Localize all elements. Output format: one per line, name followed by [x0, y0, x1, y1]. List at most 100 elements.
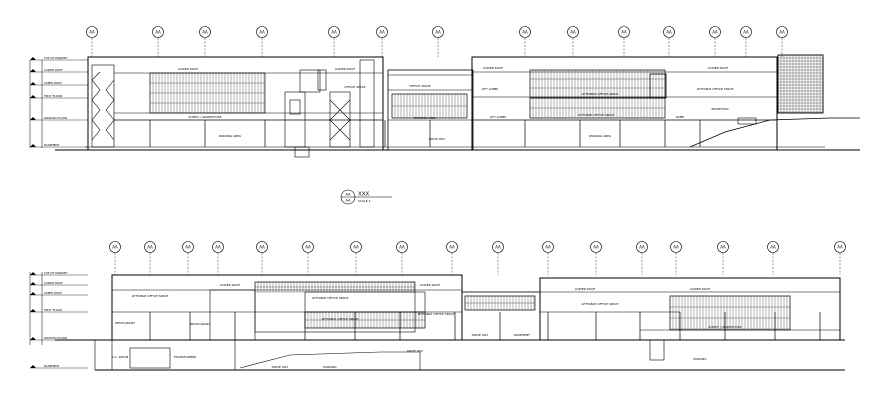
grid-bubble-label: AA — [673, 245, 679, 250]
grid-bubble-circle — [432, 26, 444, 38]
grid-bubbles: AA AA AA AA AA AA AA AA AA AA AA AA AA AA AA AA AA AA AA AA… — [86, 26, 846, 253]
grid-bubble-circle — [376, 26, 388, 38]
top-level-marker — [30, 144, 36, 147]
top-room-label: LOWER ROOF — [178, 67, 199, 71]
top-level-label: GROUND FLOOR — [44, 116, 67, 120]
grid-bubble-circle — [717, 241, 729, 253]
bottom-level-marker — [30, 365, 36, 368]
grid-bubble-circle — [618, 26, 630, 38]
grid-bubble: AA — [144, 241, 156, 253]
grid-bubble-label: AA — [621, 30, 627, 35]
top-room-label: OFFICE SPACE — [409, 84, 430, 88]
grid-bubble: AA — [256, 26, 268, 38]
top-glazing-b — [391, 93, 468, 119]
room-labels: LOWER ROOF LOWER ROOF LOWER ROOF LOWER ROOF… — [30, 56, 742, 369]
grid-bubble-circle — [256, 241, 268, 253]
grid-bubble-circle — [350, 241, 362, 253]
bottom-room-label: RESTAURANT — [190, 322, 210, 326]
grid-bubble-circle — [302, 241, 314, 253]
grid-bubble-circle — [567, 26, 579, 38]
bottom-columns — [149, 312, 821, 340]
grid-bubble-circle — [152, 26, 164, 38]
grid-bubble: AA — [834, 241, 846, 253]
top-glazing-a — [149, 72, 265, 114]
bottom-level-marker — [30, 292, 36, 295]
grid-bubble: AA — [717, 241, 729, 253]
grid-bubble-label: AA — [155, 30, 161, 35]
grid-bubble: AA — [350, 241, 362, 253]
grid-bubble-circle — [663, 26, 675, 38]
grid-bubble: AA — [199, 26, 211, 38]
grid-bubble: AA — [567, 26, 579, 38]
grid-bubble-label: AA — [593, 245, 599, 250]
top-level-marker — [30, 69, 36, 72]
top-room-label: LOWER ROOF — [708, 66, 729, 70]
bottom-level-marker — [30, 337, 36, 340]
grid-bubble-label: AA — [770, 245, 776, 250]
grid-bubble-label: AA — [495, 245, 501, 250]
bottom-room-label: A.C. ROOM — [112, 355, 129, 359]
bottom-room-label: PAVEMENT — [514, 333, 530, 337]
top-glazing-c — [529, 69, 666, 98]
section-marker-title: XXX — [358, 192, 370, 198]
grid-bubble: AA — [328, 26, 340, 38]
grid-bubble-label: AA — [837, 245, 843, 250]
grid-bubble-label: AA — [449, 245, 455, 250]
bottom-grid-lines — [114, 253, 841, 275]
grid-bubble: AA — [636, 241, 648, 253]
grid-bubble-circle — [519, 26, 531, 38]
top-level-label: TOP OF PARAPET — [43, 56, 68, 60]
grid-bubble-label: AA — [89, 30, 95, 35]
bottom-glazing-d — [669, 295, 791, 330]
bottom-room-label: TRANSFORMER — [173, 355, 197, 359]
top-level-marker — [30, 117, 36, 120]
grid-bubble: AA — [767, 241, 779, 253]
section-marker — [340, 189, 392, 205]
section-elevation-bottom — [29, 253, 845, 371]
grid-bubble-label: AA — [570, 30, 576, 35]
grid-bubble: AA — [152, 26, 164, 38]
top-level-label: UPPER ROOF — [44, 81, 62, 85]
top-grid-lines — [91, 38, 783, 57]
grid-bubble-circle — [256, 26, 268, 38]
grid-bubble: AA — [109, 241, 121, 253]
top-room-label: LETTABLE OFFICE SPACE — [582, 92, 619, 96]
grid-bubble-label: AA — [185, 245, 191, 250]
top-room-label: LETTABLE OFFICE SPACE — [578, 113, 615, 117]
grid-bubble-label: AA — [666, 30, 672, 35]
top-level-label: LOWER ROOF — [44, 68, 63, 72]
grid-bubble-circle — [182, 241, 194, 253]
top-room-label: LIFT LOBBY — [490, 115, 507, 119]
grid-bubble-circle — [776, 26, 788, 38]
grid-bubble-circle — [109, 241, 121, 253]
bottom-room-label: DRIVE WAY — [472, 333, 489, 337]
top-room-label: RAMP — [676, 115, 685, 119]
bottom-glazing-a — [254, 281, 415, 293]
grid-bubble-circle — [740, 26, 752, 38]
bottom-room-label: PARKING — [323, 365, 337, 369]
bottom-room-label: LOWER ROOF — [690, 287, 711, 291]
grid-bubble-circle — [492, 241, 504, 253]
bottom-room-label: LOWER ROOF — [575, 287, 596, 291]
bottom-level-marker — [30, 272, 36, 275]
bottom-room-label: LETTABLE OFFICE SPACE — [132, 294, 169, 298]
grid-bubble: AA — [86, 26, 98, 38]
section-marker-bubble-top: AA — [346, 193, 351, 197]
grid-bubble: AA — [492, 241, 504, 253]
grid-bubble-circle — [144, 241, 156, 253]
top-level-label: BASEMENT — [44, 143, 60, 147]
grid-bubble-label: AA — [305, 245, 311, 250]
grid-bubble-label: AA — [259, 245, 265, 250]
bottom-room-label: LOWER ROOF — [420, 283, 441, 287]
grid-bubble-circle — [636, 241, 648, 253]
top-room-label: LOWER ROOF — [335, 67, 356, 71]
grid-bubble: AA — [182, 241, 194, 253]
grid-bubble-circle — [446, 241, 458, 253]
bottom-room-label: PARKING — [693, 357, 707, 361]
grid-bubble: AA — [709, 26, 721, 38]
bottom-room-label: LETTABLE OFFICE SPACE — [582, 302, 619, 306]
grid-bubble-label: AA — [215, 245, 221, 250]
top-room-label: OFFICE SPACE — [344, 85, 365, 89]
